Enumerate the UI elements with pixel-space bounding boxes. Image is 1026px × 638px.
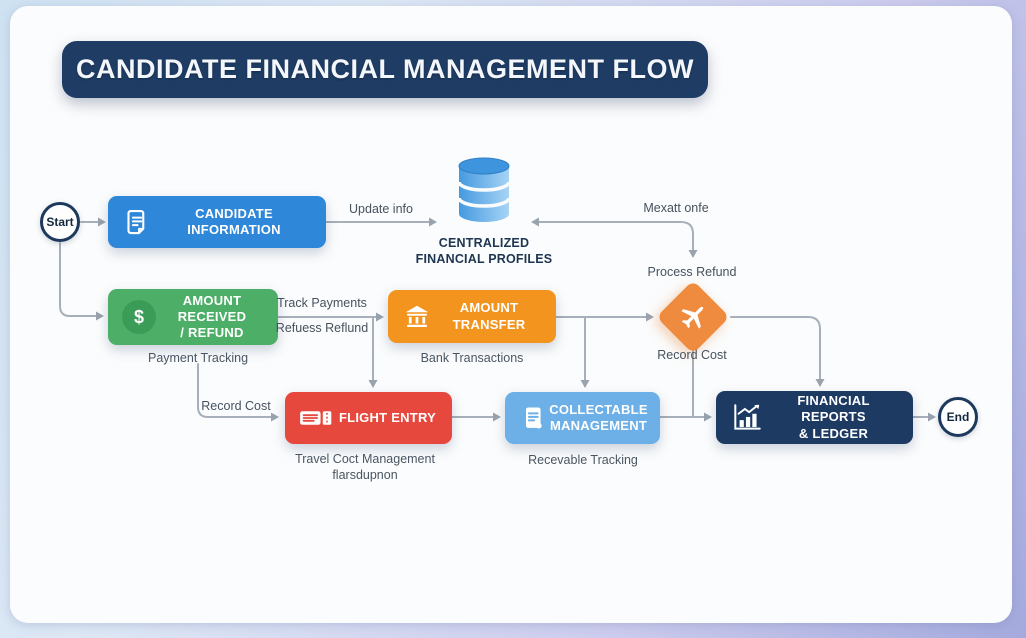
- edge-label-read-write: Mexatt onfe: [643, 201, 709, 215]
- candidate-information-label: CANDIDATE INFORMATION: [187, 205, 281, 237]
- amount-transfer-label: AMOUNT TRANSFER: [452, 300, 526, 332]
- ticket-icon: [299, 406, 333, 430]
- document-edit-icon: [122, 207, 152, 237]
- amount-received-box: $ AMOUNT RECEIVED / REFUND: [108, 289, 278, 345]
- caption-bank-transactions: Bank Transactions: [420, 351, 524, 365]
- collectable-management-label: COLLECTABLE MANAGEMENT: [549, 401, 648, 433]
- flight-entry-label: FLIGHT ENTRY: [338, 409, 437, 425]
- centralized-profiles-database: [455, 154, 513, 231]
- end-node: End: [938, 397, 978, 437]
- caption-receivable-tracking: Recevable Tracking: [528, 453, 638, 467]
- start-label: Start: [46, 215, 74, 229]
- airplane-icon: [681, 306, 704, 329]
- financial-reports-label: FINANCIAL REPORTS & LEDGER: [797, 393, 870, 441]
- collectable-management-box: COLLECTABLE MANAGEMENT: [505, 392, 660, 444]
- database-icon: [457, 157, 511, 222]
- refund-decision-diamond: [656, 280, 730, 354]
- financial-reports-box: FINANCIAL REPORTS & LEDGER: [716, 391, 913, 444]
- candidate-information-box: CANDIDATE INFORMATION: [108, 196, 326, 248]
- amount-received-label: AMOUNT RECEIVED / REFUND: [177, 292, 247, 341]
- amount-transfer-box: AMOUNT TRANSFER: [388, 290, 556, 343]
- dollar-icon: $: [122, 300, 156, 334]
- edge-label-refuses-refund: Refuess Reflund: [275, 321, 369, 335]
- caption-travel-cost: Travel Coct Management flarsdupnon: [295, 452, 435, 483]
- dollar-glyph: $: [133, 306, 144, 327]
- bank-icon: [402, 302, 432, 332]
- start-node: Start: [40, 202, 80, 242]
- caption-payment-tracking: Payment Tracking: [147, 351, 249, 365]
- end-label: End: [946, 410, 970, 424]
- edge-label-record-cost-flight: Record Cost: [201, 399, 271, 413]
- document-icon: [519, 404, 547, 432]
- flight-entry-box: FLIGHT ENTRY: [285, 392, 452, 444]
- edge-label-record-cost-diamond: Record Cost: [657, 348, 727, 362]
- database-label: CENTRALIZED FINANCIAL PROFILES: [415, 236, 553, 267]
- edge-label-track-payments: Track Payments: [277, 296, 367, 310]
- edge-label-update-info: Update info: [349, 202, 413, 216]
- chart-icon: [730, 402, 764, 434]
- page-title: CANDIDATE FINANCIAL MANAGEMENT FLOW: [62, 41, 708, 98]
- edge-label-process-refund: Process Refund: [647, 265, 737, 279]
